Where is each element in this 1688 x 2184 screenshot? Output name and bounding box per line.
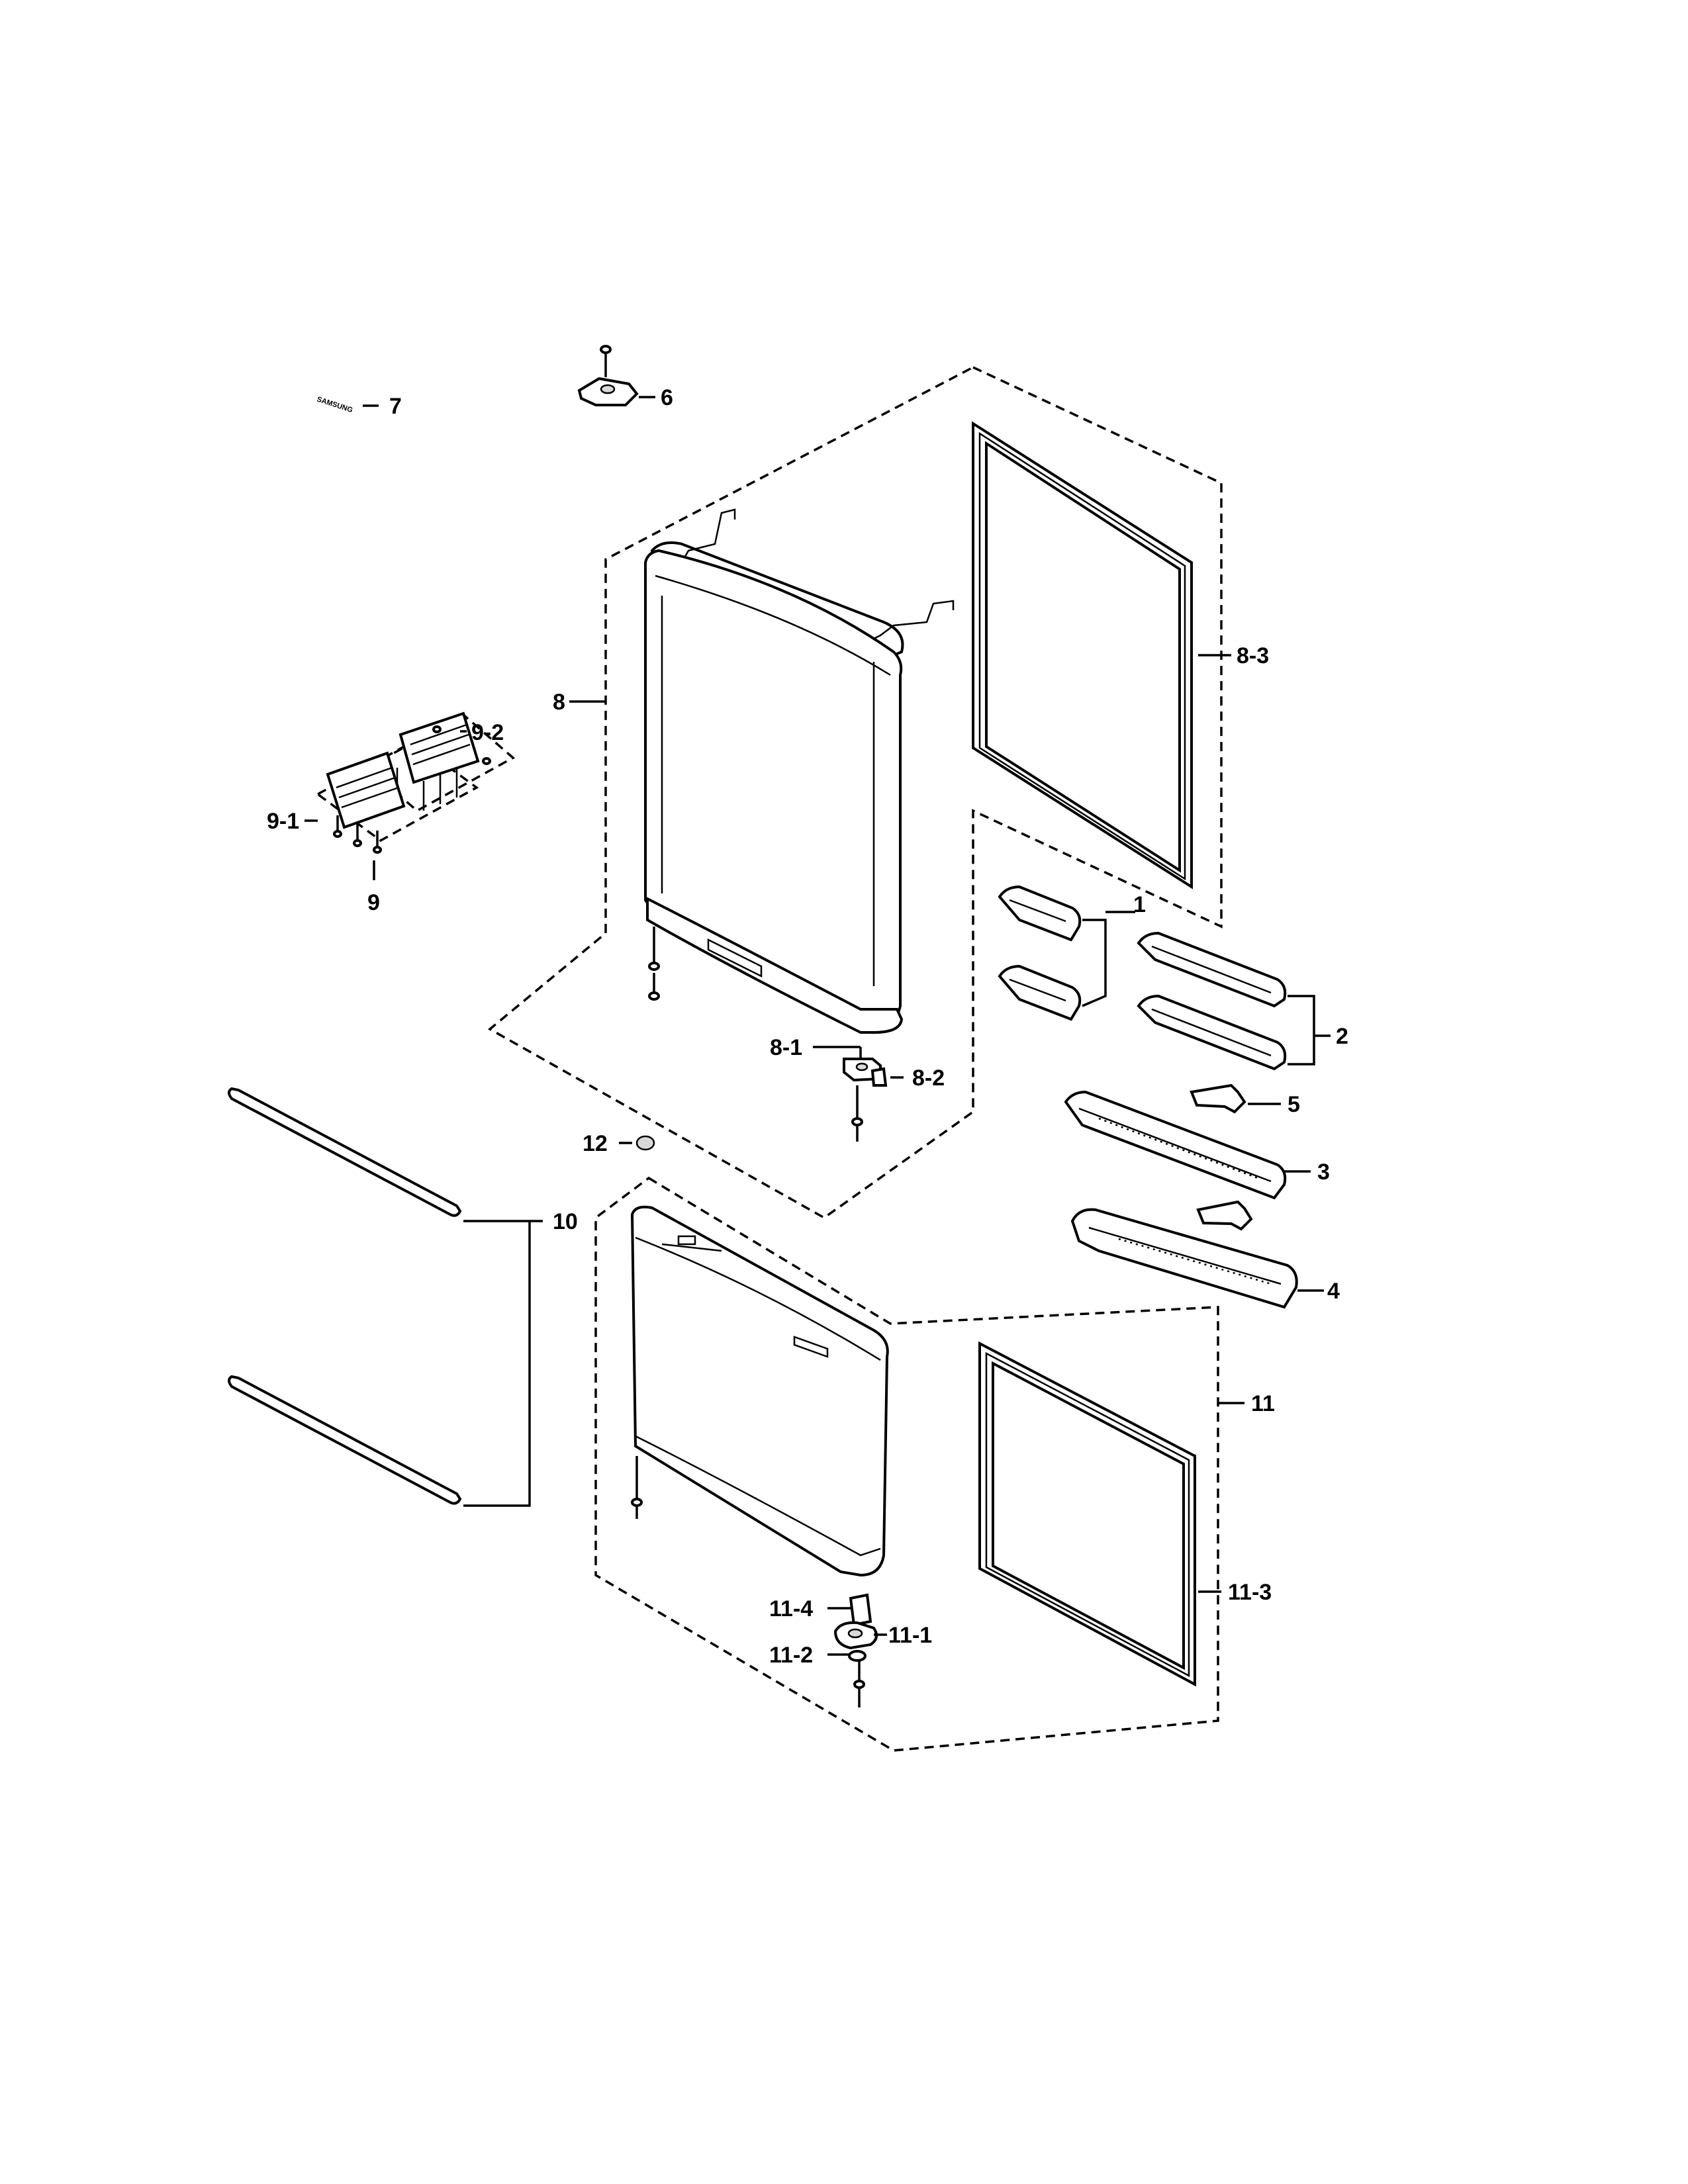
part-label-11-1: 11-1 bbox=[888, 1623, 932, 1648]
medium-door-bin-part bbox=[1137, 931, 1287, 1071]
part-label-11-4: 11-4 bbox=[769, 1596, 813, 1621]
bracket-assembly-part bbox=[305, 711, 516, 880]
part-label-8-3: 8-3 bbox=[1237, 643, 1269, 668]
part-label-7: 7 bbox=[389, 394, 402, 419]
small-door-bin-part bbox=[998, 885, 1082, 1021]
lower-door-panel bbox=[630, 1205, 889, 1577]
part-label-11-2: 11-2 bbox=[769, 1643, 813, 1668]
upper-door-gasket bbox=[972, 421, 1193, 889]
upper-door-assembly-boundary bbox=[487, 366, 1223, 1220]
lower-door-assembly-boundary bbox=[594, 1176, 1219, 1752]
part-label-6: 6 bbox=[661, 385, 673, 410]
bottle-guide-part bbox=[1190, 1083, 1253, 1231]
cap-part: 12 bbox=[583, 1131, 655, 1156]
part-label-10: 10 bbox=[553, 1209, 578, 1234]
upper-door-label-group: 8 bbox=[553, 690, 606, 715]
medium-door-bin-label-group: 2 bbox=[1288, 995, 1348, 1066]
part-label-9-2: 9-2 bbox=[471, 720, 504, 745]
part-label-8-1: 8-1 bbox=[770, 1035, 802, 1060]
trim-strip-part bbox=[228, 1087, 462, 1505]
large-door-shelf-part bbox=[1064, 1090, 1287, 1200]
upper-door-gasket-label-group: 8-3 bbox=[1198, 643, 1269, 668]
part-label-4: 4 bbox=[1327, 1279, 1340, 1304]
large-door-shelf-label-group: 3 bbox=[1284, 1160, 1330, 1185]
upper-door-panel bbox=[644, 508, 955, 1034]
trim-strip-label-group: 10 bbox=[463, 1209, 578, 1507]
top-hinge-cap-part: 6 bbox=[577, 345, 673, 410]
part-label-12: 12 bbox=[583, 1131, 608, 1156]
lower-hinge-hardware-part: 11-4 11-1 11-2 bbox=[769, 1593, 932, 1707]
upper-door-lower-hinge-part: 8-1 8-2 bbox=[770, 1035, 945, 1142]
part-label-8: 8 bbox=[553, 690, 565, 715]
part-label-11: 11 bbox=[1251, 1391, 1275, 1416]
part-label-1: 1 bbox=[1133, 892, 1146, 917]
lower-door-label-group: 11 bbox=[1218, 1391, 1275, 1416]
part-label-8-2: 8-2 bbox=[912, 1066, 945, 1091]
bottom-door-shelf-label-group: 4 bbox=[1297, 1279, 1340, 1304]
logo-badge-part: SAMSUNG 7 bbox=[316, 394, 402, 419]
part-label-5: 5 bbox=[1288, 1092, 1300, 1117]
part-label-11-3: 11-3 bbox=[1228, 1580, 1272, 1605]
logo-badge-lettering: SAMSUNG bbox=[316, 395, 353, 414]
bottom-door-shelf-part bbox=[1070, 1208, 1298, 1309]
small-door-bin-label-group: 1 bbox=[1082, 892, 1146, 1007]
part-label-9: 9 bbox=[367, 890, 380, 915]
bottle-guide-label-group: 5 bbox=[1248, 1092, 1300, 1117]
part-label-3: 3 bbox=[1317, 1160, 1330, 1185]
lower-door-gasket bbox=[978, 1341, 1196, 1687]
part-label-2: 2 bbox=[1336, 1024, 1348, 1049]
lower-door-gasket-label-group: 11-3 bbox=[1198, 1580, 1272, 1605]
part-label-9-1: 9-1 bbox=[267, 809, 299, 834]
